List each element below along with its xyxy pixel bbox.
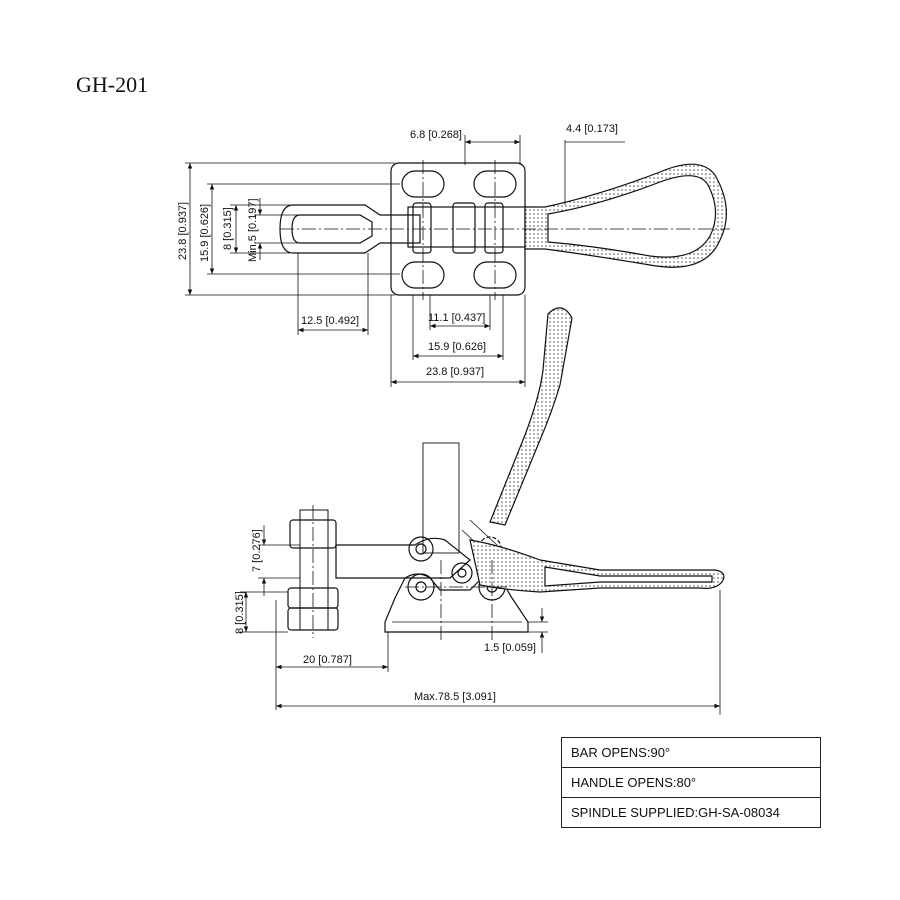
top-linkage-pin [484, 202, 504, 254]
pivot-pin [451, 562, 473, 584]
spindle-nut [287, 607, 339, 631]
open-handle [489, 307, 573, 526]
spec-bar-opens: BAR OPENS:90° [561, 737, 821, 768]
top-view [279, 160, 730, 300]
top-linkage-pin [412, 202, 432, 254]
dim-spindle-offset: 20 [0.787] [303, 654, 352, 666]
dim-handle-thickness: 4.4 [0.173] [566, 123, 618, 135]
dim-spindle-height: 7 [0.276] [251, 529, 263, 572]
dim-base-width: 23.8 [0.937] [426, 366, 484, 378]
dim-bar-width: 8 [0.315] [222, 207, 234, 250]
spec-spindle-supplied: SPINDLE SUPPLIED:GH-SA-08034 [561, 797, 821, 828]
top-linkage-pin [452, 202, 476, 254]
spec-table: BAR OPENS:90° HANDLE OPENS:80° SPINDLE S… [561, 737, 821, 828]
spindle-rod [299, 509, 329, 631]
dim-hole-spacing-vertical: 15.9 [0.626] [199, 204, 211, 262]
dim-hole-spacing-long: 15.9 [0.626] [428, 341, 486, 353]
dim-overall-length: Max.78.5 [3.091] [414, 691, 496, 703]
side-dimension-lines [240, 525, 721, 715]
top-linkage [407, 206, 529, 248]
closed-handle [469, 539, 725, 593]
side-view [287, 307, 725, 640]
dim-base-height: 23.8 [0.937] [177, 202, 189, 260]
spec-handle-opens: HANDLE OPENS:80° [561, 767, 821, 798]
top-clamp-bar-slot [291, 214, 373, 244]
spindle-nut [289, 519, 337, 549]
dim-base-plate-thickness: 1.5 [0.059] [484, 642, 536, 654]
dim-top-hole-offset: 6.8 [0.268] [410, 129, 462, 141]
top-clamp-bar [279, 204, 421, 254]
side-clamp-bar [335, 537, 471, 579]
top-dimension-lines [185, 135, 625, 387]
model-title: GH-201 [76, 72, 149, 97]
dim-hole-spacing-short: 11.1 [0.437] [428, 312, 485, 324]
dim-bar-loop-length: 12.5 [0.492] [301, 315, 359, 327]
dim-bar-slot-min: Min.5 [0.197] [247, 198, 259, 262]
open-bar-phantom [422, 442, 460, 554]
pivot-pin [408, 536, 434, 562]
dim-base-plate-height: 8 [0.315] [234, 591, 246, 634]
